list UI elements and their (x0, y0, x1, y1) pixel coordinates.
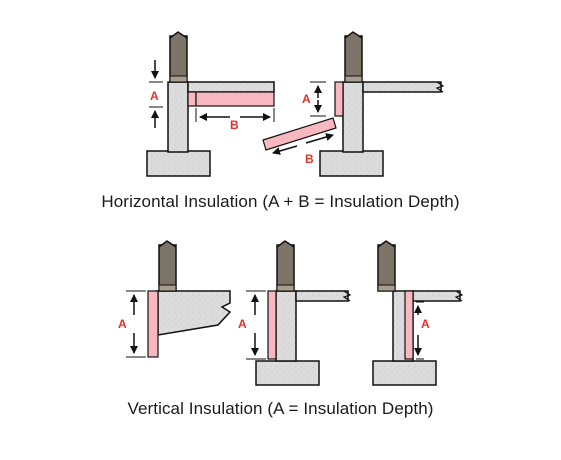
horizontal-insulation-caption: Horizontal Insulation (A + B = Insulatio… (101, 192, 460, 211)
label-b: B (305, 152, 314, 166)
vertical-foundation-left: A (118, 240, 232, 358)
horizontal-foundation-right: A B (262, 31, 445, 177)
label-a: A (421, 317, 430, 331)
vertical-foundation-middle: A (238, 240, 352, 386)
wall-stud (158, 244, 177, 292)
label-a: A (302, 92, 311, 106)
insulation-vertical (147, 290, 159, 358)
insulation-horizontal (195, 91, 275, 107)
label-a: A (118, 317, 127, 331)
insulation-vertical (267, 290, 277, 360)
insulation-vertical (404, 290, 414, 360)
wall-stud (276, 244, 295, 292)
label-b: B (230, 118, 239, 132)
wall-stud (377, 244, 396, 292)
insulation-vertical (334, 81, 344, 117)
wall-stud (344, 35, 363, 83)
insulation-sloped (262, 117, 337, 151)
label-a: A (150, 89, 159, 103)
horizontal-foundation-left: A B (146, 31, 275, 177)
vertical-foundation-right: A (372, 240, 464, 386)
insulation-vertical (187, 91, 197, 107)
label-a: A (238, 317, 247, 331)
wall-stud (169, 35, 188, 83)
vertical-insulation-caption: Vertical Insulation (A = Insulation Dept… (127, 399, 434, 418)
